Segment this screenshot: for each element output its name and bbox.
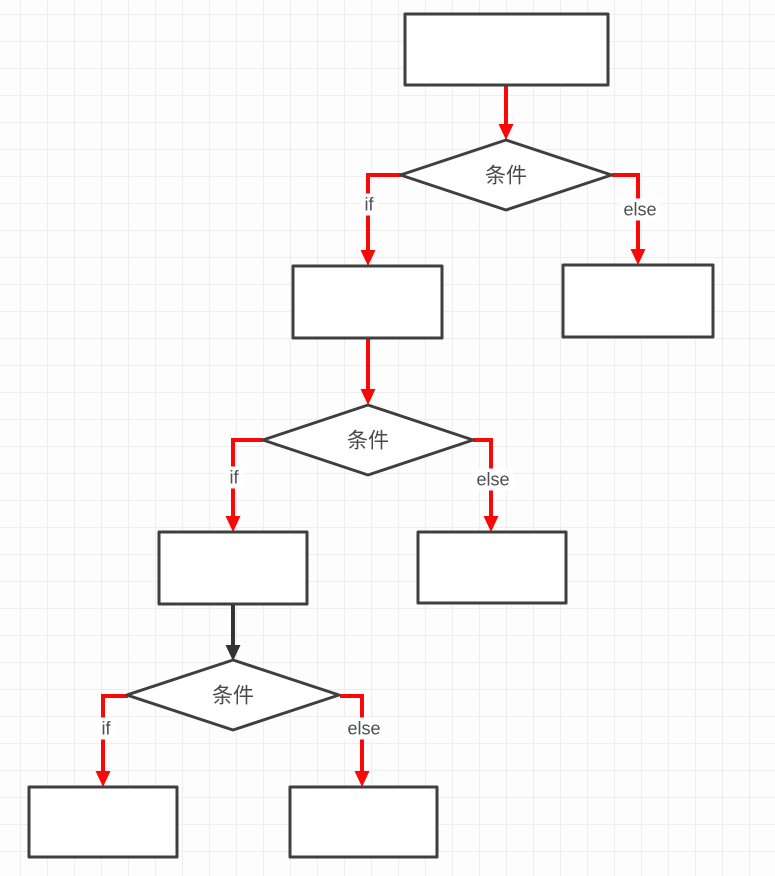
- process-box-if-3-shape: [27, 785, 179, 859]
- edge-diamond3-if: [95, 694, 128, 787]
- edge-diamond1-else-label-text: else: [623, 199, 656, 219]
- edge-if2-to-diamond3: [225, 604, 241, 661]
- decision-diamond-2: 条件: [261, 403, 475, 477]
- edge-diamond2-else-label: else: [472, 468, 514, 491]
- process-box-else-1-shape: [561, 263, 715, 339]
- edge-diamond1-else: [612, 173, 646, 265]
- process-box-else-1: [561, 263, 715, 339]
- edge-diamond3-if-label-text: if: [102, 718, 112, 738]
- process-box-else-3-shape: [288, 785, 439, 859]
- edge-diamond2-else-arrowhead-icon: [483, 516, 499, 532]
- process-box-if-2-shape: [157, 530, 309, 606]
- decision-diamond-3-label: 条件: [212, 684, 254, 707]
- decision-diamond-1-shape: [399, 138, 613, 212]
- edge-diamond2-else-label-text: else: [476, 469, 509, 489]
- decision-diamond-2-shape: [261, 403, 475, 477]
- edge-diamond2-else: [473, 438, 499, 532]
- edge-diamond1-if-label-text: if: [365, 194, 375, 214]
- edge-diamond1-else-arrowhead-icon: [630, 249, 646, 265]
- edge-diamond2-if-label-text: if: [230, 467, 240, 487]
- decision-diamond-1: 条件: [399, 138, 613, 212]
- edge-diamond3-if-label: if: [97, 717, 116, 740]
- edge-diamond1-if: [360, 173, 401, 266]
- process-box-if-1: [291, 264, 444, 340]
- edge-diamond3-else-label-bg: [343, 717, 385, 740]
- edge-diamond3-else-label-text: else: [347, 718, 380, 738]
- edge-diamond1-if-label-bg: [360, 193, 379, 216]
- edge-top-to-diamond1-arrowhead-icon: [498, 124, 514, 140]
- edge-diamond2-else-label-bg: [472, 468, 514, 491]
- edge-diamond3-else: [340, 694, 370, 787]
- process-box-if-3: [27, 785, 179, 859]
- process-box-if-2: [157, 530, 309, 606]
- edge-diamond3-else-line: [340, 694, 364, 771]
- edge-diamond2-if-label: if: [225, 466, 244, 489]
- edge-diamond1-else-label-bg: [619, 198, 661, 221]
- edge-if2-to-diamond3-arrowhead-icon: [225, 645, 241, 661]
- process-box-top: [403, 12, 610, 87]
- edge-diamond1-if-line: [366, 173, 401, 250]
- process-box-else-2: [416, 530, 568, 605]
- edge-diamond1-else-label: else: [619, 198, 661, 221]
- edge-diamond3-if-label-bg: [97, 717, 116, 740]
- edge-diamond1-if-arrowhead-icon: [360, 250, 376, 266]
- decision-diamond-1-label: 条件: [485, 164, 527, 187]
- edge-if1-to-diamond2: [360, 338, 376, 405]
- process-box-else-2-shape: [416, 530, 568, 605]
- process-box-else-3: [288, 785, 439, 859]
- process-box-top-shape: [403, 12, 610, 87]
- edge-diamond2-else-line: [473, 438, 493, 516]
- edge-diamond2-if-line: [231, 438, 263, 516]
- edge-diamond1-if-label: if: [360, 193, 379, 216]
- decision-diamond-2-label: 条件: [347, 429, 389, 452]
- edge-diamond3-else-label: else: [343, 717, 385, 740]
- edge-diamond1-else-line: [612, 173, 640, 249]
- edge-top-to-diamond1: [498, 85, 514, 140]
- edge-diamond3-if-line: [101, 694, 128, 771]
- decision-diamond-3: 条件: [125, 658, 341, 732]
- edge-diamond3-if-arrowhead-icon: [95, 771, 111, 787]
- edge-diamond3-else-arrowhead-icon: [354, 771, 370, 787]
- edge-diamond2-if-arrowhead-icon: [225, 516, 241, 532]
- edge-diamond2-if-label-bg: [225, 466, 244, 489]
- process-box-if-1-shape: [291, 264, 444, 340]
- decision-diamond-3-shape: [125, 658, 341, 732]
- edge-if1-to-diamond2-arrowhead-icon: [360, 389, 376, 405]
- edge-diamond2-if: [225, 438, 263, 532]
